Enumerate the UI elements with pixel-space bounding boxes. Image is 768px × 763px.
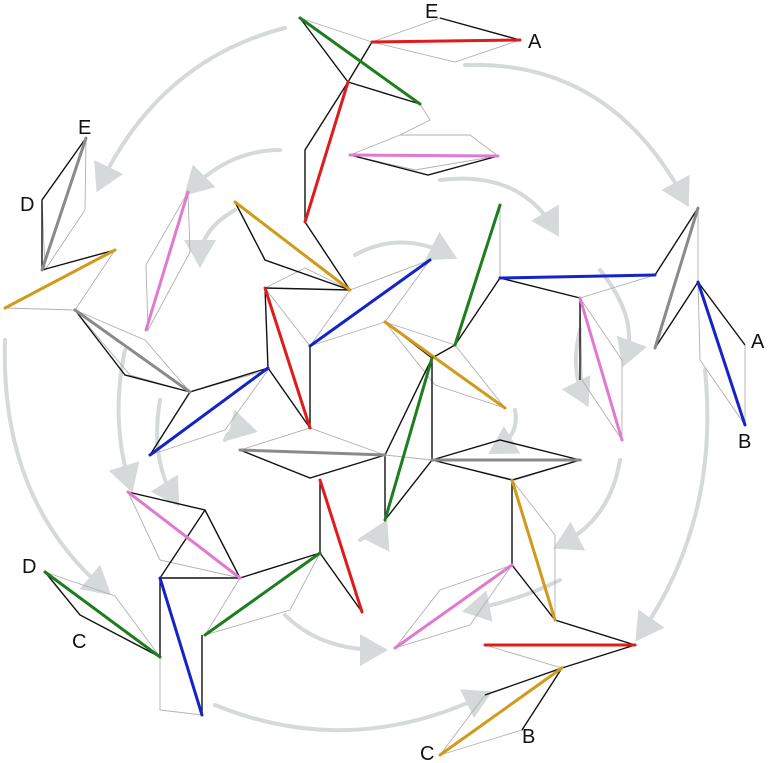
label-bottom-c: C — [420, 743, 434, 763]
outer-arrow-bottom — [213, 689, 493, 733]
label-top-a: A — [528, 31, 542, 53]
light-edge-bottom-left — [44, 571, 203, 716]
red-diagonal-top — [370, 38, 522, 44]
pink-diagonal-lower — [126, 490, 242, 580]
mid-arrow-left — [108, 348, 140, 493]
outer-arrow-left — [2, 338, 112, 596]
pink-diagonal-top — [348, 153, 500, 158]
orange-diagonal-lower — [510, 478, 557, 622]
dark-edge-top-2 — [304, 81, 499, 222]
light-edge-center-2 — [384, 205, 507, 409]
inner-arrow-8 — [223, 409, 258, 442]
blue-diagonal-bottom — [158, 576, 204, 717]
mid-arrow-top-left — [184, 148, 282, 196]
rotation-arrows — [2, 26, 710, 733]
dark-edge-right — [499, 207, 746, 380]
orange-diagonal-bottom — [438, 666, 564, 757]
colored-diagonals — [3, 16, 747, 757]
light-edge-right-2 — [654, 206, 746, 427]
outer-arrow-top-right — [463, 62, 690, 208]
inner-arrow-1 — [184, 208, 237, 268]
dark-edge-lower-2 — [319, 480, 638, 669]
light-edge-lower-2 — [319, 479, 514, 649]
label-bottom-left-c: C — [72, 631, 86, 653]
inner-arrow-4 — [358, 519, 390, 552]
label-right-b: B — [738, 431, 751, 453]
label-left-d: D — [20, 194, 34, 216]
light-edge-center — [264, 259, 432, 347]
orange-diagonal-left — [3, 248, 117, 310]
dark-edge-center-2 — [384, 277, 501, 359]
blue-diagonal-mid — [148, 366, 270, 457]
green-diagonal-top — [298, 16, 422, 106]
inner-arrow-3 — [488, 408, 521, 455]
label-left-e: E — [78, 117, 91, 139]
label-right-a: A — [751, 331, 765, 353]
pink-diagonal-left — [144, 190, 190, 332]
dark-edge-mid — [239, 357, 433, 523]
mid-arrow-right — [598, 268, 647, 368]
gray-diagonal-left-2 — [73, 308, 192, 394]
inner-arrow-7 — [462, 578, 562, 622]
dark-edge-bottom-left — [44, 571, 203, 715]
light-edge-leftmid — [145, 191, 191, 332]
gray-diagonal-right — [653, 206, 700, 350]
blue-diagonal-center — [308, 258, 432, 348]
inner-arrow-6 — [561, 328, 591, 408]
inner-arrow-2 — [353, 231, 458, 261]
label-top-e: E — [425, 1, 438, 23]
light-edge-top — [299, 17, 522, 63]
outer-arrow-right — [635, 368, 710, 642]
blue-diagonal-right-2 — [696, 280, 747, 427]
vertex-labels: E A E D A B D C C B — [20, 1, 765, 763]
mid-arrow-bottom — [283, 613, 388, 666]
red-diagonal-lower — [318, 478, 364, 614]
mid-arrow-right-lower — [552, 458, 622, 551]
gray-diagonal-left — [40, 136, 88, 272]
green-diagonal-mid — [383, 356, 434, 522]
dark-edge-left — [4, 137, 191, 393]
green-diagonal-bottom-left — [43, 570, 162, 659]
label-bottom-left-d: D — [22, 556, 36, 578]
mid-arrow-top-right — [438, 176, 560, 237]
orange-diagonal-center — [233, 200, 352, 292]
dark-edge-center — [149, 287, 311, 456]
label-bottom-b: B — [522, 726, 535, 748]
orange-diagonal-center-2 — [383, 320, 507, 410]
gray-diagonal-mid — [238, 448, 387, 457]
green-diagonal-center — [453, 203, 502, 347]
red-diagonal-center — [263, 286, 312, 430]
green-diagonal-lower — [203, 551, 322, 637]
red-diagonal-top-2 — [303, 80, 350, 224]
blue-diagonal-right — [498, 273, 657, 280]
dark-edge-top — [299, 17, 521, 105]
pink-diagonal-lower-2 — [393, 563, 514, 650]
inner-arrow-5 — [150, 398, 180, 507]
outer-arrow-top-left — [94, 26, 287, 193]
light-edge-lower-3 — [484, 479, 636, 669]
pink-diagonal-right — [578, 296, 624, 442]
